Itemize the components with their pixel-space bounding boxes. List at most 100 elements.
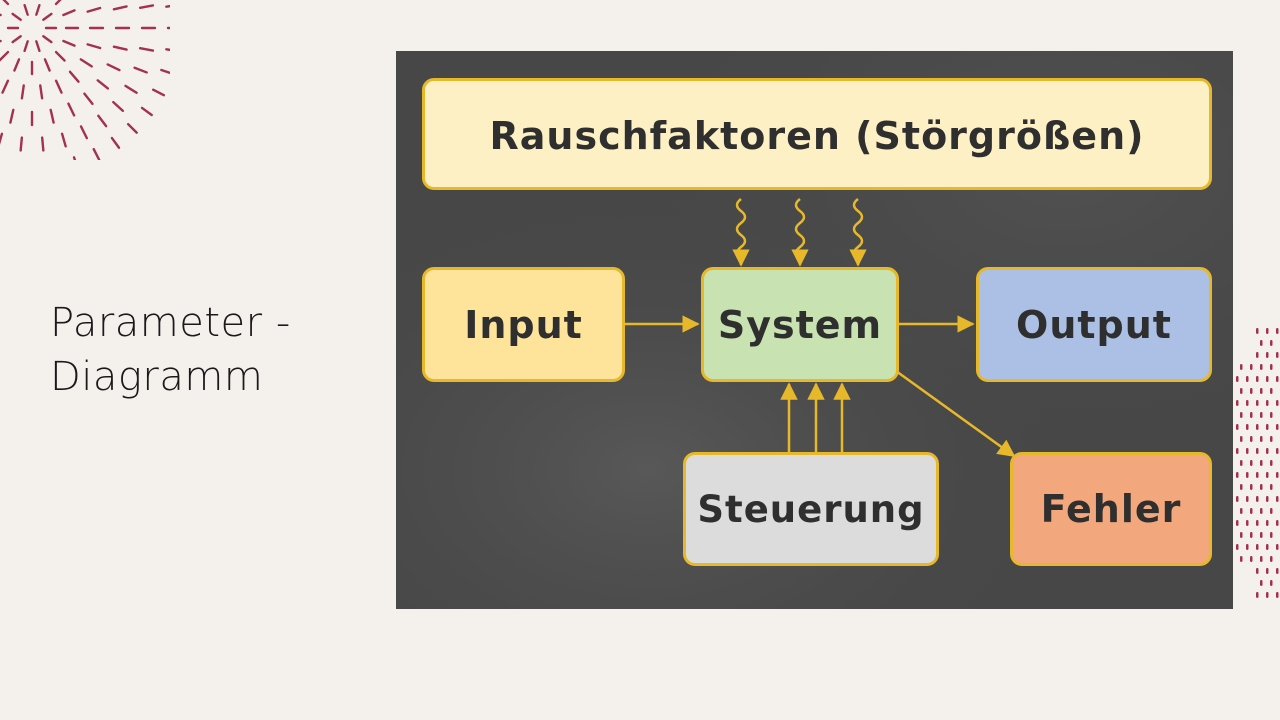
decorative-dash	[2, 0, 10, 6]
decorative-dot	[1256, 472, 1259, 478]
decorative-dash	[0, 39, 2, 43]
decorative-dot	[1260, 532, 1263, 538]
decorative-dot	[1270, 340, 1273, 346]
decorative-dash	[97, 114, 108, 128]
decorative-dash	[54, 79, 63, 94]
decorative-dash	[126, 122, 138, 134]
decorative-dot	[1246, 472, 1249, 478]
decorative-dot	[1250, 532, 1253, 538]
decorative-dot	[1256, 544, 1259, 550]
decorative-dash	[13, 58, 21, 72]
arrow-noise-to-system-3	[849, 198, 867, 267]
decorative-dot	[1270, 436, 1273, 442]
decorative-dot	[1260, 388, 1263, 394]
decorative-dot	[1270, 508, 1273, 514]
decorative-dot	[1246, 520, 1249, 526]
decorative-dot	[1266, 472, 1269, 478]
decorative-dot	[1250, 460, 1253, 466]
decorative-dot	[1276, 376, 1279, 382]
decorative-dash	[23, 40, 29, 53]
decorative-dot	[1236, 424, 1239, 430]
decorative-dot	[1256, 568, 1259, 574]
slide-title-line-1: Parameter -	[50, 300, 291, 346]
decorative-dash	[0, 50, 10, 62]
decorative-dot	[1276, 592, 1279, 598]
decorative-dot	[1256, 328, 1259, 334]
decorative-dash	[160, 68, 170, 75]
node-output: Output	[976, 267, 1212, 382]
decorative-dot	[1260, 340, 1263, 346]
decorative-dot	[1270, 556, 1273, 562]
decorative-dot	[1246, 376, 1249, 382]
decorative-dot	[1276, 520, 1279, 526]
decorative-dot	[1266, 568, 1269, 574]
decorative-dot	[1250, 484, 1253, 490]
decorative-dot	[1250, 412, 1253, 418]
decorative-dot	[1276, 472, 1279, 478]
decorative-dot	[1236, 544, 1239, 550]
decorative-dot	[1276, 328, 1279, 334]
decorative-dash	[151, 88, 166, 97]
decorative-dot	[1260, 460, 1263, 466]
decorative-dot	[1260, 580, 1263, 586]
decorative-dash	[68, 70, 80, 83]
slide-title: Parameter - Diagramm	[50, 296, 291, 404]
decorative-dot	[1266, 544, 1269, 550]
decorative-dash	[43, 58, 51, 72]
decorative-dot	[1276, 448, 1279, 454]
decorative-dot	[1240, 532, 1243, 538]
decorative-dot	[1240, 484, 1243, 490]
decorative-dash	[0, 132, 4, 145]
decorative-dot	[1236, 376, 1239, 382]
decorative-dash	[60, 132, 67, 148]
decorative-dot	[1276, 400, 1279, 406]
decorative-dot	[1256, 424, 1259, 430]
decorative-dot	[1260, 412, 1263, 418]
decorative-dash	[138, 4, 155, 9]
decorative-dash	[106, 63, 121, 72]
node-noise-factors: Rauschfaktoren (Störgrößen)	[422, 78, 1212, 190]
decorative-dot	[1246, 544, 1249, 550]
decorative-dot	[1260, 436, 1263, 442]
decorative-dot	[1240, 364, 1243, 370]
decorative-dot	[1270, 460, 1273, 466]
decorative-dot	[1236, 472, 1239, 478]
node-input: Input	[422, 267, 625, 382]
decorative-dash	[9, 108, 15, 124]
decorative-burst	[0, 0, 170, 160]
decorative-dash	[83, 92, 94, 106]
decorative-dash	[11, 35, 22, 44]
decorative-dash	[54, 50, 66, 62]
decorative-dot	[1240, 436, 1243, 442]
decorative-dot	[1240, 412, 1243, 418]
decorative-dash	[62, 9, 76, 17]
decorative-dot	[1266, 400, 1269, 406]
decorative-dot	[1256, 400, 1259, 406]
decorative-dash	[165, 4, 170, 8]
decorative-dash	[140, 106, 153, 117]
decorative-dash	[11, 12, 22, 21]
diagram-connectors	[625, 198, 1016, 458]
decorative-dot	[1270, 364, 1273, 370]
decorative-dot	[1246, 400, 1249, 406]
decorative-dot	[1250, 556, 1253, 562]
decorative-dash	[42, 35, 53, 44]
decorative-dot	[1236, 448, 1239, 454]
decorative-dot	[1246, 448, 1249, 454]
decorative-dash	[0, 13, 2, 17]
decorative-dash	[40, 136, 45, 152]
decorative-dash	[138, 47, 155, 52]
decorative-dot	[1276, 496, 1279, 502]
arrow-noise-to-system-2	[791, 198, 809, 267]
decorative-dash	[86, 43, 102, 50]
decorative-dash	[96, 79, 110, 90]
decorative-dash	[67, 102, 76, 117]
decorative-dot	[1256, 592, 1259, 598]
decorative-dash	[49, 108, 55, 124]
decorative-dot	[1276, 352, 1279, 358]
decorative-dash	[35, 3, 41, 16]
decorative-dot	[1246, 496, 1249, 502]
decorative-dot	[1270, 580, 1273, 586]
decorative-dot	[1240, 460, 1243, 466]
decorative-dot	[1270, 388, 1273, 394]
